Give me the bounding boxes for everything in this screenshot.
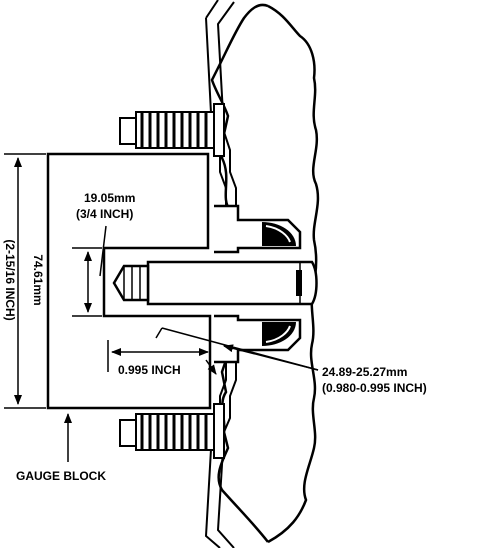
upper-bolt <box>119 103 225 157</box>
gauge-block <box>46 152 212 410</box>
dim-gap <box>107 340 217 375</box>
gauge-block-label: GAUGE BLOCK <box>16 469 106 483</box>
thread-mm-label: 19.05mm <box>84 191 135 205</box>
dim-height <box>4 153 46 409</box>
dim-range-leader <box>155 327 319 371</box>
shaft <box>112 260 318 306</box>
height-in-label: (2-15/16 INCH) <box>3 239 17 320</box>
height-mm-label: 74.61mm <box>31 254 45 305</box>
seal-housing <box>214 204 302 364</box>
wall-outline-right <box>267 4 320 544</box>
gap-label: 0.995 INCH <box>118 363 181 377</box>
thread-in-label: (3/4 INCH) <box>76 207 133 221</box>
dim-thread <box>72 225 107 317</box>
lower-bolt <box>119 403 225 459</box>
range-in-label: (0.980-0.995 INCH) <box>322 381 427 395</box>
range-mm-label: 24.89-25.27mm <box>322 365 407 379</box>
shell-wall-inner <box>216 1 237 549</box>
